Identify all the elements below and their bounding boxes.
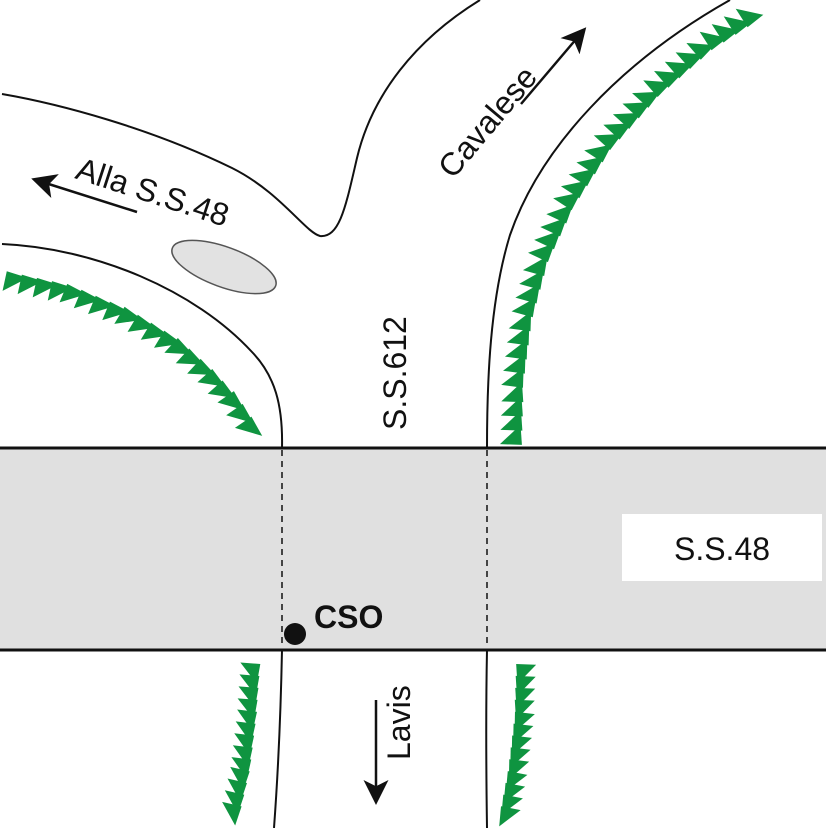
embankment-triangle-icon [568,168,597,187]
embankment-triangle-icon [546,204,573,224]
embankment-triangle-icon [499,806,521,827]
road-edge-south-right [485,649,488,828]
embankment-triangle-icon [612,112,642,129]
embankment-triangle-icon [522,256,548,276]
arrow-icon-to-ss48 [31,174,138,214]
embankment-triangle-icon [515,283,540,304]
road-edge-lower-left [1,243,284,449]
embankment-triangle-icon [675,52,704,70]
embankment-triangle-icon [511,297,537,318]
station-dot-icon [284,623,306,645]
embankment-triangle-icon [88,295,116,315]
embankment-triangle-icon [560,180,589,199]
embankment-triangle-icon [593,133,623,151]
label-ss48-box: S.S.48 [674,531,770,567]
embankment-triangle-icon [234,416,263,436]
embankment-right [499,8,764,445]
embankment-triangle-icon [686,43,715,60]
label-cso: CSO [314,599,383,635]
embankment-triangle-icon [534,230,561,250]
traffic-island [171,239,277,295]
road-edge-upper-left [1,0,481,238]
embankment-triangle-icon [73,289,102,309]
embankment-triangle-icon [187,358,216,376]
road-edge-south-left [273,649,283,828]
embankment-triangle-icon [217,391,245,411]
label-ss612: S.S.612 [377,316,413,430]
label-to-ss48: Alla S.S.48 [72,150,234,233]
ss48-label-box [622,514,822,581]
embankment-triangle-icon [226,403,254,424]
embankment-triangle-icon [735,8,764,28]
road-edge-right [486,0,731,449]
embankment-triangle-icon [584,144,612,163]
embankment-triangle-icon [519,269,544,290]
embankment-upper-left [2,271,263,436]
embankment-south-right [499,663,537,827]
embankment-triangle-icon [102,301,130,321]
label-lavis: Lavis [381,685,417,760]
embankment-triangle-icon [197,368,226,387]
embankment-triangle-icon [207,380,236,399]
embankment-triangle-icon [175,348,205,365]
embankment-triangle-icon [528,243,555,263]
embankment-triangle-icon [664,61,694,79]
embankment-triangle-icon [222,801,242,826]
embankment-triangle-icon [632,91,661,108]
embankment-triangle-icon [540,217,567,237]
arrow-icon-cavalese [520,27,587,105]
embankment-triangle-icon [508,311,532,332]
embankment-triangle-icon [553,192,581,211]
embankment-triangle-icon [603,123,632,140]
embankment-triangle-icon [643,80,672,98]
embankment-triangle-icon [164,338,193,355]
embankment-triangle-icon [654,71,683,88]
embankment-triangle-icon [622,102,651,119]
embankment-triangle-icon [59,283,87,303]
embankment-south-left [222,662,261,826]
embankment-triangle-icon [576,156,605,175]
label-cavalese: Cavalese [431,59,544,184]
